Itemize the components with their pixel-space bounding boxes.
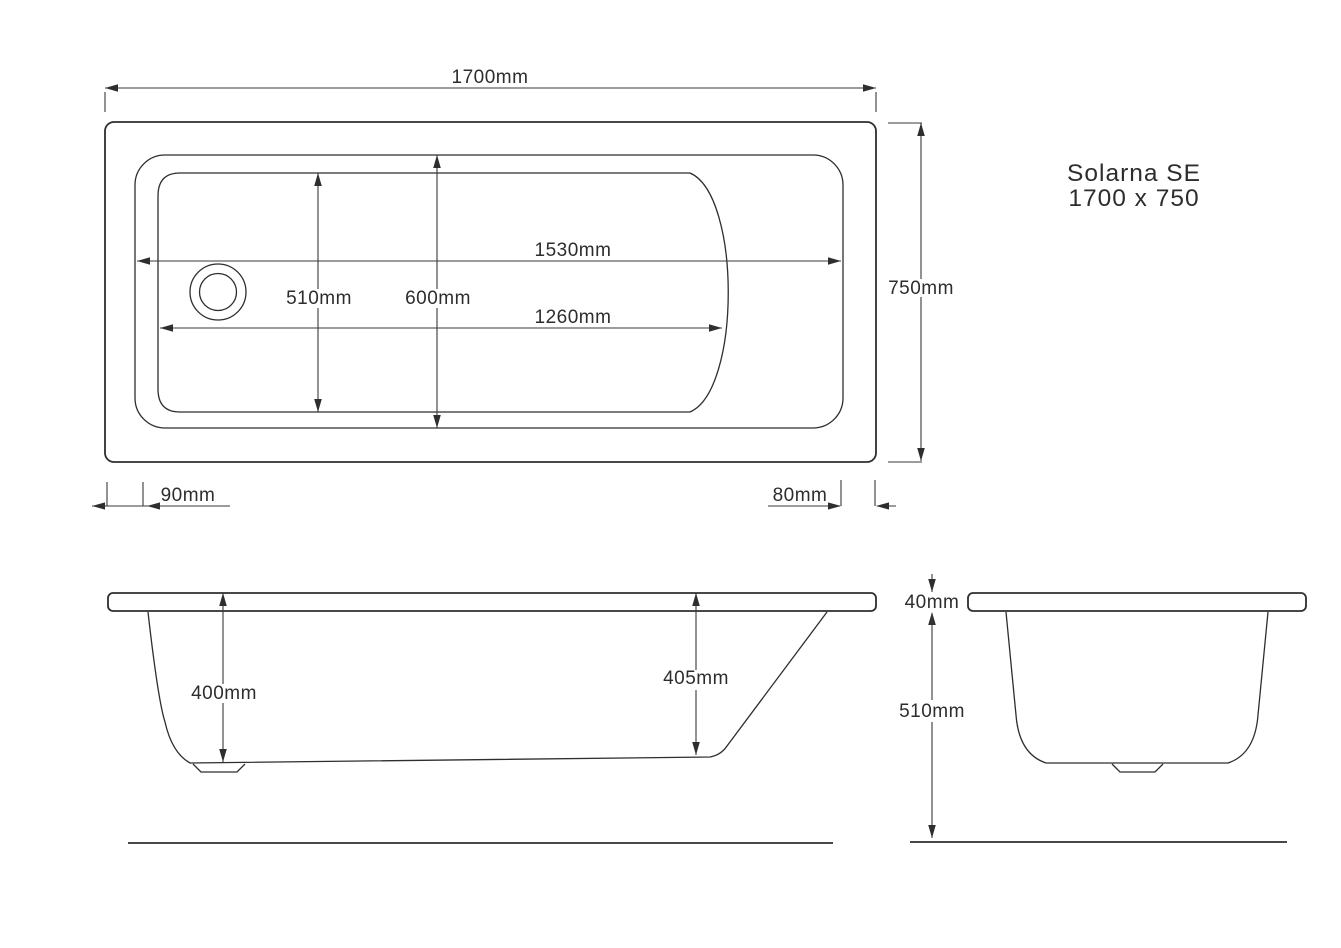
arrowhead-left — [92, 502, 105, 510]
dim-rim-offset-left-label: 90mm — [161, 485, 216, 506]
dim-overall-height: 510mm — [899, 613, 965, 838]
arrowhead-left — [137, 257, 150, 265]
plan-basin-outline — [157, 172, 729, 413]
arrowhead-down — [433, 415, 441, 428]
model-size: 1700 x 750 — [1068, 185, 1199, 212]
dim-rim-offset-right-label: 80mm — [773, 485, 828, 506]
dim-overall-height-label: 510mm — [899, 701, 965, 722]
end-tub-body-outline — [1005, 611, 1269, 764]
arrowhead-up — [219, 593, 227, 606]
arrowhead-right — [828, 502, 841, 510]
side-tub-body-outline — [147, 611, 828, 764]
side-foot-pad — [192, 763, 246, 773]
dim-inner-width-bottom: 510mm — [286, 173, 352, 412]
dim-rim-offset-left: 90mm — [92, 482, 230, 510]
dim-inner-width-bottom-label: 510mm — [286, 288, 352, 309]
end-foot-pad — [1111, 763, 1164, 773]
drain-outer-circle — [189, 263, 247, 321]
model-name: Solarna SE — [1067, 160, 1201, 187]
arrowhead-right — [828, 257, 841, 265]
arrowhead-up — [314, 173, 322, 186]
dim-overall-width: 750mm — [888, 122, 954, 463]
dim-depth-foot-end: 405mm — [663, 593, 729, 755]
dim-inner-width-top-label: 600mm — [405, 288, 471, 309]
arrowhead-up — [917, 123, 925, 136]
dim-overall-length-label: 1700mm — [452, 67, 529, 88]
dim-inner-length-bottom: 1260mm — [160, 307, 722, 332]
drain-inner-circle — [198, 272, 238, 312]
dim-rim-thickness-label: 40mm — [905, 592, 960, 613]
side-rim-bar — [107, 592, 877, 612]
side-elevation-view: 400mm 405mm — [107, 592, 877, 844]
dim-depth-head-end-label: 400mm — [191, 683, 257, 704]
dim-depth-foot-end-label: 405mm — [663, 668, 729, 689]
dim-overall-width-label: 750mm — [888, 278, 954, 299]
plan-outer-rim-outline — [104, 121, 877, 463]
arrowhead-down — [928, 825, 936, 838]
dim-overall-length: 1700mm — [104, 67, 877, 112]
dim-inner-length-top: 1530mm — [137, 240, 841, 265]
dim-inner-length-top-label: 1530mm — [535, 240, 612, 261]
arrowhead-left — [876, 502, 889, 510]
end-rim-bar — [967, 592, 1307, 612]
arrowhead-left — [105, 84, 118, 92]
arrowhead-right — [863, 84, 876, 92]
arrowhead-left — [147, 502, 160, 510]
dim-depth-head-end: 400mm — [191, 593, 257, 762]
arrowhead-down — [917, 448, 925, 461]
arrowhead-right — [709, 324, 722, 332]
dim-inner-width-top: 600mm — [405, 155, 471, 428]
arrowhead-up — [433, 155, 441, 168]
title-block: Solarna SE 1700 x 750 — [1067, 160, 1201, 212]
dim-inner-length-bottom-label: 1260mm — [535, 307, 612, 328]
dim-rim-offset-right: 80mm — [768, 480, 896, 510]
arrowhead-left — [160, 324, 173, 332]
arrowhead-down — [219, 749, 227, 762]
arrowhead-down — [928, 579, 936, 592]
arrowhead-down — [314, 399, 322, 412]
arrowhead-down — [692, 742, 700, 755]
end-elevation-view: 40mm 510mm — [899, 574, 1307, 843]
dim-rim-thickness: 40mm — [905, 574, 960, 625]
arrowhead-up — [692, 593, 700, 606]
plan-view: 1700mm 750mm 1530mm 1260mm — [92, 67, 954, 510]
plan-inner-rim-outline — [134, 154, 844, 429]
